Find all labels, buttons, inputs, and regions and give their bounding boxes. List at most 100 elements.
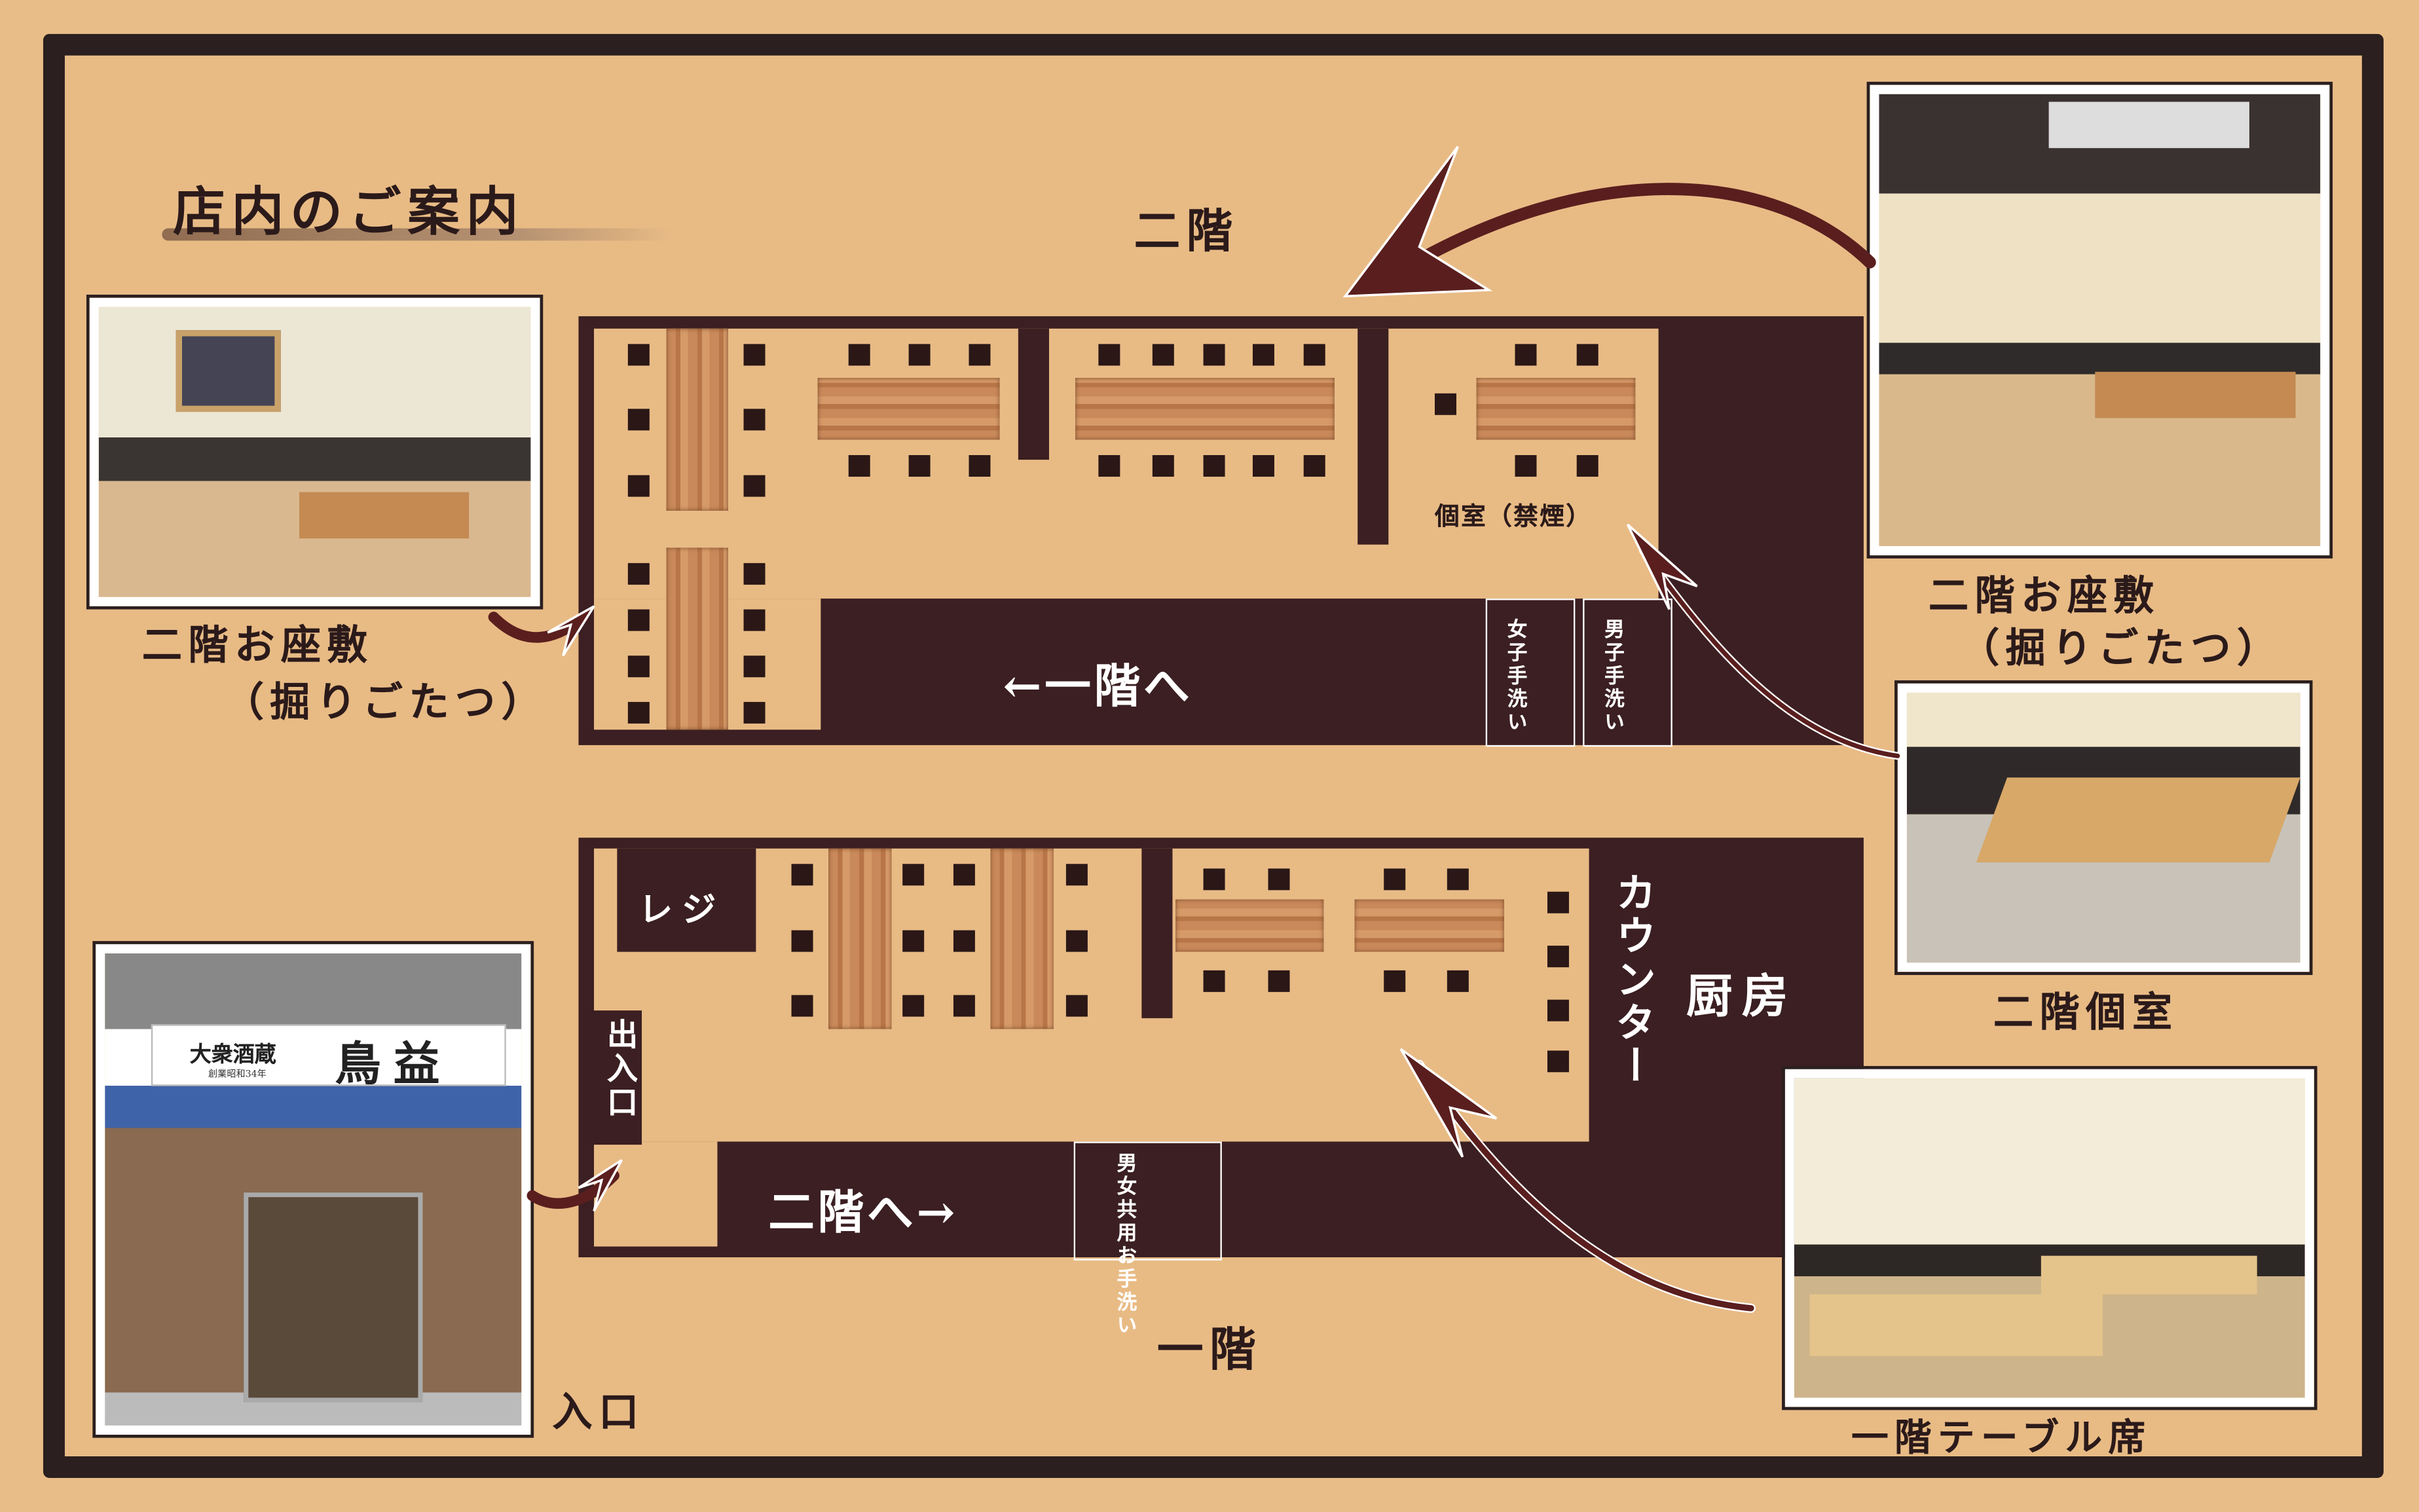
photo-second-floor-zashiki [86, 294, 544, 610]
chair [953, 930, 975, 952]
chair [627, 701, 650, 724]
mens-restroom: 男子手洗い [1583, 599, 1672, 747]
arrow-table-seats [1416, 1061, 1754, 1312]
chair [1268, 868, 1290, 891]
chair [848, 454, 870, 477]
chair [1515, 344, 1537, 366]
chair [1447, 970, 1469, 992]
chair [627, 609, 650, 631]
title-brush-stroke [162, 228, 671, 241]
caption-table-seats: 一階テーブル席 [1851, 1414, 2152, 1460]
chair [1065, 864, 1088, 886]
dining-table [990, 848, 1054, 1029]
arrowhead-icon [1342, 145, 1493, 298]
chair [1576, 344, 1598, 366]
chair [627, 344, 650, 366]
dining-table [1175, 899, 1324, 952]
zashiki-table [1075, 378, 1335, 440]
chair [627, 655, 650, 678]
chair [1065, 995, 1088, 1017]
chair [848, 344, 870, 366]
dining-table [828, 848, 892, 1029]
photo-second-floor-zashiki-right [1866, 81, 2333, 559]
chair [743, 409, 766, 431]
chair [908, 454, 931, 477]
chair [1252, 454, 1274, 477]
chair [1547, 946, 1569, 968]
private-room-label: 個室（禁煙） [1434, 501, 1593, 531]
chair [1152, 344, 1174, 366]
to-first-floor-stairs: ←一階へ [1003, 660, 1193, 714]
chair [953, 995, 975, 1017]
chair [1515, 454, 1537, 477]
caption-zashiki-right-sub: （掘りごたつ） [1959, 626, 2283, 673]
chair [743, 609, 766, 631]
chair [1547, 999, 1569, 1022]
chair [1203, 344, 1225, 366]
chair [627, 475, 650, 497]
first-floor-label: 一階 [1156, 1323, 1263, 1378]
chair [791, 864, 813, 886]
chair [1065, 930, 1088, 952]
caption-zashiki-right: 二階お座敷 [1928, 574, 2160, 621]
caption-entrance: 入口 [552, 1390, 645, 1437]
chair [908, 344, 931, 366]
arrowhead-icon [1399, 1048, 1498, 1158]
chair [1252, 344, 1274, 366]
chair [627, 562, 650, 585]
chair [1268, 970, 1290, 992]
chair [1303, 344, 1325, 366]
chair [1303, 454, 1325, 477]
chair [1384, 970, 1406, 992]
chair [743, 475, 766, 497]
chair [902, 930, 925, 952]
chair [743, 344, 766, 366]
zashiki-table [666, 328, 728, 511]
chair [1547, 1050, 1569, 1073]
chair [1152, 454, 1174, 477]
first-floor-plan: レジ 出入口 二階へ→ 男女共用お手洗い カウンター 厨房 [578, 838, 1864, 1338]
caption-zashiki-left: 二階お座敷 [141, 623, 374, 670]
caption-private-room: 二階個室 [1993, 990, 2179, 1037]
arrow-to-zashiki [1382, 183, 1876, 284]
zashiki-table [666, 547, 728, 730]
chair [969, 454, 991, 477]
kitchen-label: 厨房 [1686, 970, 1798, 1025]
chair [902, 864, 925, 886]
chair [743, 701, 766, 724]
chair [1384, 868, 1406, 891]
chair [627, 409, 650, 431]
second-floor-plan: 個室（禁煙） ←一階へ 女子手洗い 男子手洗い [578, 316, 1864, 747]
chair [1203, 970, 1225, 992]
chair [743, 562, 766, 585]
chair [953, 864, 975, 886]
womens-restroom: 女子手洗い [1485, 599, 1576, 747]
arrowhead-icon [578, 1159, 623, 1212]
chair [1098, 454, 1120, 477]
caption-zashiki-left-sub: （掘りごたつ） [223, 680, 548, 727]
second-floor-label: 二階 [1134, 205, 1239, 259]
chair [969, 344, 991, 366]
register: レジ [617, 848, 756, 952]
chair [1576, 454, 1598, 477]
doorway[interactable]: 出入口 [591, 1010, 642, 1145]
to-second-floor-stairs: 二階へ→ [768, 1186, 959, 1241]
photo-private-room [1894, 680, 2313, 975]
shop-sign: 大衆酒蔵 創業昭和34年 鳥益 [151, 1024, 506, 1092]
chair [1203, 868, 1225, 891]
arrowhead-icon [1626, 523, 1698, 610]
arrow-private-room [1640, 548, 1900, 758]
chair [1203, 454, 1225, 477]
chair [1098, 344, 1120, 366]
chair [791, 930, 813, 952]
chair [1547, 891, 1569, 913]
page-title: 店内のご案内 [172, 181, 525, 244]
chair [902, 995, 925, 1017]
photo-first-floor-tables [1782, 1065, 2317, 1411]
zashiki-table [1476, 378, 1636, 440]
arrowhead-icon [547, 605, 595, 657]
dining-table [1354, 899, 1505, 952]
counter-label: カウンター [1609, 872, 1655, 1088]
chair [1434, 393, 1456, 415]
